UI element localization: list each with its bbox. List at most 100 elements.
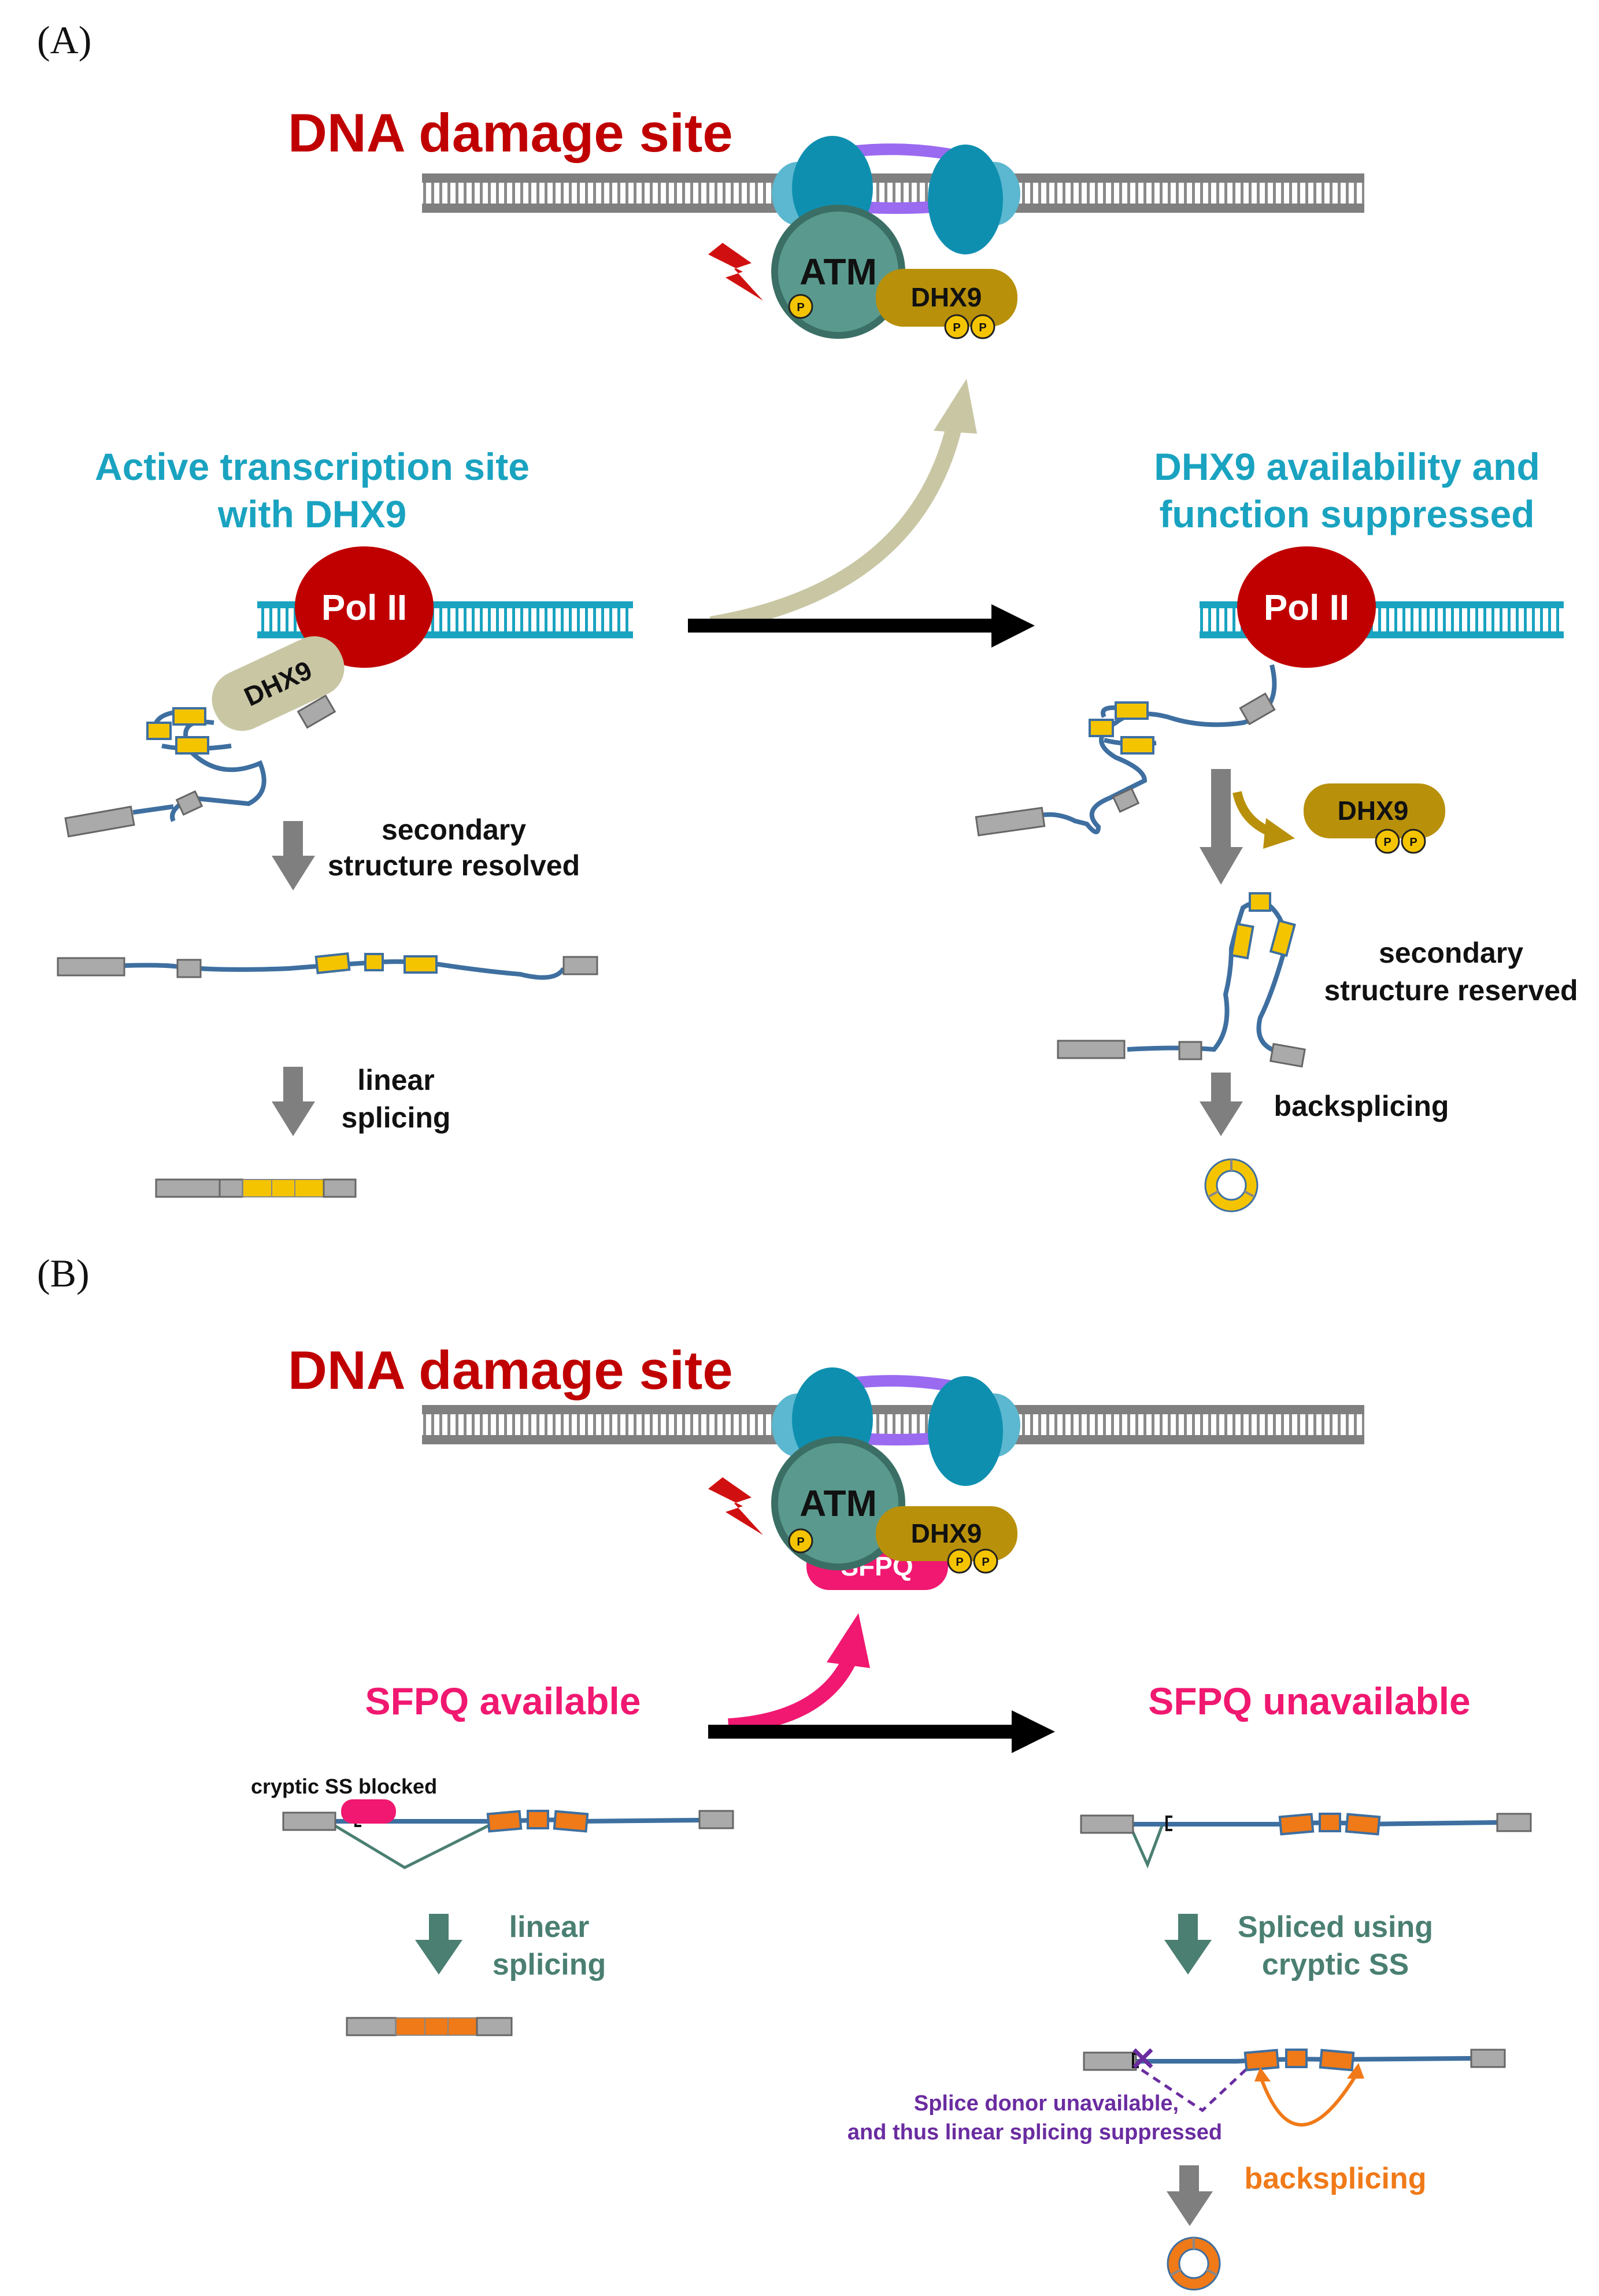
panel-b-atm-phospho: P (797, 1536, 804, 1548)
panel-a-step3-arrow (1211, 769, 1231, 850)
panel-a-right-title-1: DHX9 availability and (1154, 445, 1540, 488)
panel-b-transition-arrow (708, 1725, 1020, 1739)
panel-b-step1-arrow (429, 1914, 449, 1943)
panel-b-right-exon-orange (1345, 1813, 1381, 1836)
panel-a-right-title-2: function suppressed (1159, 493, 1534, 535)
panel-a-right-rna (1040, 664, 1277, 834)
panel-b-donor-dashed-line (1141, 2066, 1250, 2113)
panel-a-pol2-right-label: Pol II (1264, 588, 1349, 628)
panel-a-linear-mrna (155, 1178, 357, 1198)
panel-b-left-exon-gray (282, 1811, 336, 1831)
panel-b-label: (B) (37, 1251, 90, 1295)
panel-a-step4: backsplicing (1274, 1090, 1449, 1122)
panel-a-dhx9-released-phospho-2: P (1409, 836, 1417, 849)
panel-a-atm-label: ATM (799, 251, 877, 293)
panel-a-resolved-exon-gray (562, 956, 598, 975)
panel-a-dna-duplex (422, 173, 1364, 213)
panel-b-right-exon-orange (1319, 1813, 1341, 1832)
panel-a-step1-line2: structure resolved (328, 849, 580, 882)
panel-a-dhx9-top-phospho-1: P (953, 321, 960, 334)
panel-a-step3-line1: secondary (1379, 937, 1523, 969)
panel-b-left-exon-orange (486, 1810, 523, 1833)
panel-a-first-exon (64, 805, 135, 838)
panel-a-last-exon (297, 694, 336, 729)
panel-a-transition-arrow (688, 619, 1000, 633)
panel-a-dhx9-released-phospho-1: P (1383, 836, 1391, 849)
panel-b-right-exon-orange (1278, 1813, 1315, 1836)
panel-a-pol2-left-label: Pol II (321, 588, 407, 628)
panel-a-label: (A) (37, 18, 91, 62)
panel-b-cryptic-label: cryptic SS blocked (251, 1774, 437, 1798)
panel-a-first-exon-right (975, 807, 1046, 837)
panel-a-resolved-exon-gray (176, 959, 202, 978)
panel-b-donor-line2: and thus linear splicing suppressed (847, 2120, 1222, 2145)
panel-a-atm-kinase: ATM P (771, 205, 905, 339)
panel-b-left-title: SFPQ available (365, 1680, 641, 1722)
panel-a-transition-arrowhead (991, 604, 1035, 648)
panel-b-damage-title: DNA damage site (288, 1340, 733, 1400)
panel-a-pol2-right (1237, 546, 1376, 668)
panel-a-step2-line2: splicing (342, 1101, 451, 1134)
panel-a-step1-line1: secondary (382, 814, 526, 846)
panel-b-right-exon-gray (1496, 1813, 1532, 1832)
panel-a-left-title-2: with DHX9 (217, 493, 406, 535)
panel-b-cryptic-exon-gray (1083, 2051, 1137, 2071)
panel-a-reserved-exon (1230, 922, 1254, 960)
panel-a-exon (1089, 719, 1114, 737)
panel-a-step1-arrow (283, 821, 303, 859)
panel-b-right-rna (1133, 1820, 1498, 1827)
panel-b-step2-line2: cryptic SS (1262, 1948, 1409, 1981)
panel-a-reserved-exon (1269, 919, 1296, 957)
panel-a-step2-arrow (283, 1067, 303, 1104)
panel-a-exon (172, 707, 206, 726)
panel-b-relocation-arrowhead (827, 1613, 870, 1668)
panel-b-backsplicing: backsplicing (1245, 2162, 1427, 2195)
panel-b-left-exon-orange (553, 1810, 589, 1833)
panel-a-lightning-icon (708, 243, 763, 301)
panel-b-right-exon-gray (1080, 1814, 1134, 1834)
panel-b-circrna-icon (1167, 2236, 1221, 2291)
panel-b-right-title: SFPQ unavailable (1148, 1680, 1471, 1722)
panel-b-donor-line1: Splice donor unavailable, (914, 2091, 1179, 2116)
panel-a-exon (1115, 701, 1149, 720)
panel-b-backsplice-arc (1259, 2075, 1357, 2127)
panel-b-right-splice-line (1128, 1825, 1164, 1869)
panel-a-reserved-exon (1249, 892, 1271, 912)
panel-a-dhx9-released: DHX9 P P (1304, 783, 1445, 854)
panel-a-step4-arrow (1211, 1073, 1231, 1104)
panel-b-right-cryptic-site (1165, 1816, 1172, 1831)
panel-b-left-exon-orange (527, 1810, 549, 1829)
panel-a-dhx9-top-phospho-2: P (979, 321, 986, 334)
panel-a-relocation-arrow (709, 426, 962, 633)
panel-b-atm-label: ATM (799, 1482, 877, 1524)
panel-b-step1-line1: linear (509, 1910, 590, 1944)
panel-b-cryptic-exon-orange (1285, 2049, 1308, 2068)
panel-b-left-exon-gray (698, 1810, 734, 1829)
panel-b-transition-arrowhead (1012, 1710, 1055, 1753)
panel-a-exon (146, 722, 172, 740)
panel-a-intron-block-right (1112, 787, 1140, 813)
panel-a-circrna-icon (1204, 1158, 1259, 1212)
panel-b-step2-line1: Spliced using (1238, 1910, 1433, 1944)
panel-a-relocation-arrowhead (934, 379, 977, 434)
panel-a-reserved-exon-gray (1269, 1042, 1306, 1068)
panel-b-relocation-arrow (728, 1656, 857, 1733)
panel-a-resolved-exon-yellow (314, 952, 351, 974)
panel-a-dhx9-bound: DHX9 (212, 636, 345, 731)
panel-b-dhx9-phosphorylated: DHX9 P P (876, 1506, 1017, 1574)
panel-a-atm-phospho: P (797, 301, 804, 314)
panel-b-left-sfpq-block (341, 1799, 396, 1824)
panel-a-dhx9-top-label: DHX9 (911, 282, 982, 312)
panel-a-last-exon-right (1239, 692, 1276, 726)
panel-a-left-title-1: Active transcription site (95, 445, 530, 488)
panel-b-left-splice-line (331, 1822, 493, 1869)
panel-b-atm-kinase: ATM P (771, 1436, 905, 1570)
panel-a-step2-line1: linear (357, 1064, 434, 1096)
panel-a-pol2-left (295, 546, 434, 668)
panel-b-dhx9-label: DHX9 (911, 1518, 982, 1548)
panel-a-step3-line2: structure reserved (1324, 974, 1578, 1007)
panel-a-exon (175, 736, 209, 755)
panel-a-exon (1120, 736, 1154, 755)
panel-a-damage-title: DNA damage site (288, 102, 733, 163)
